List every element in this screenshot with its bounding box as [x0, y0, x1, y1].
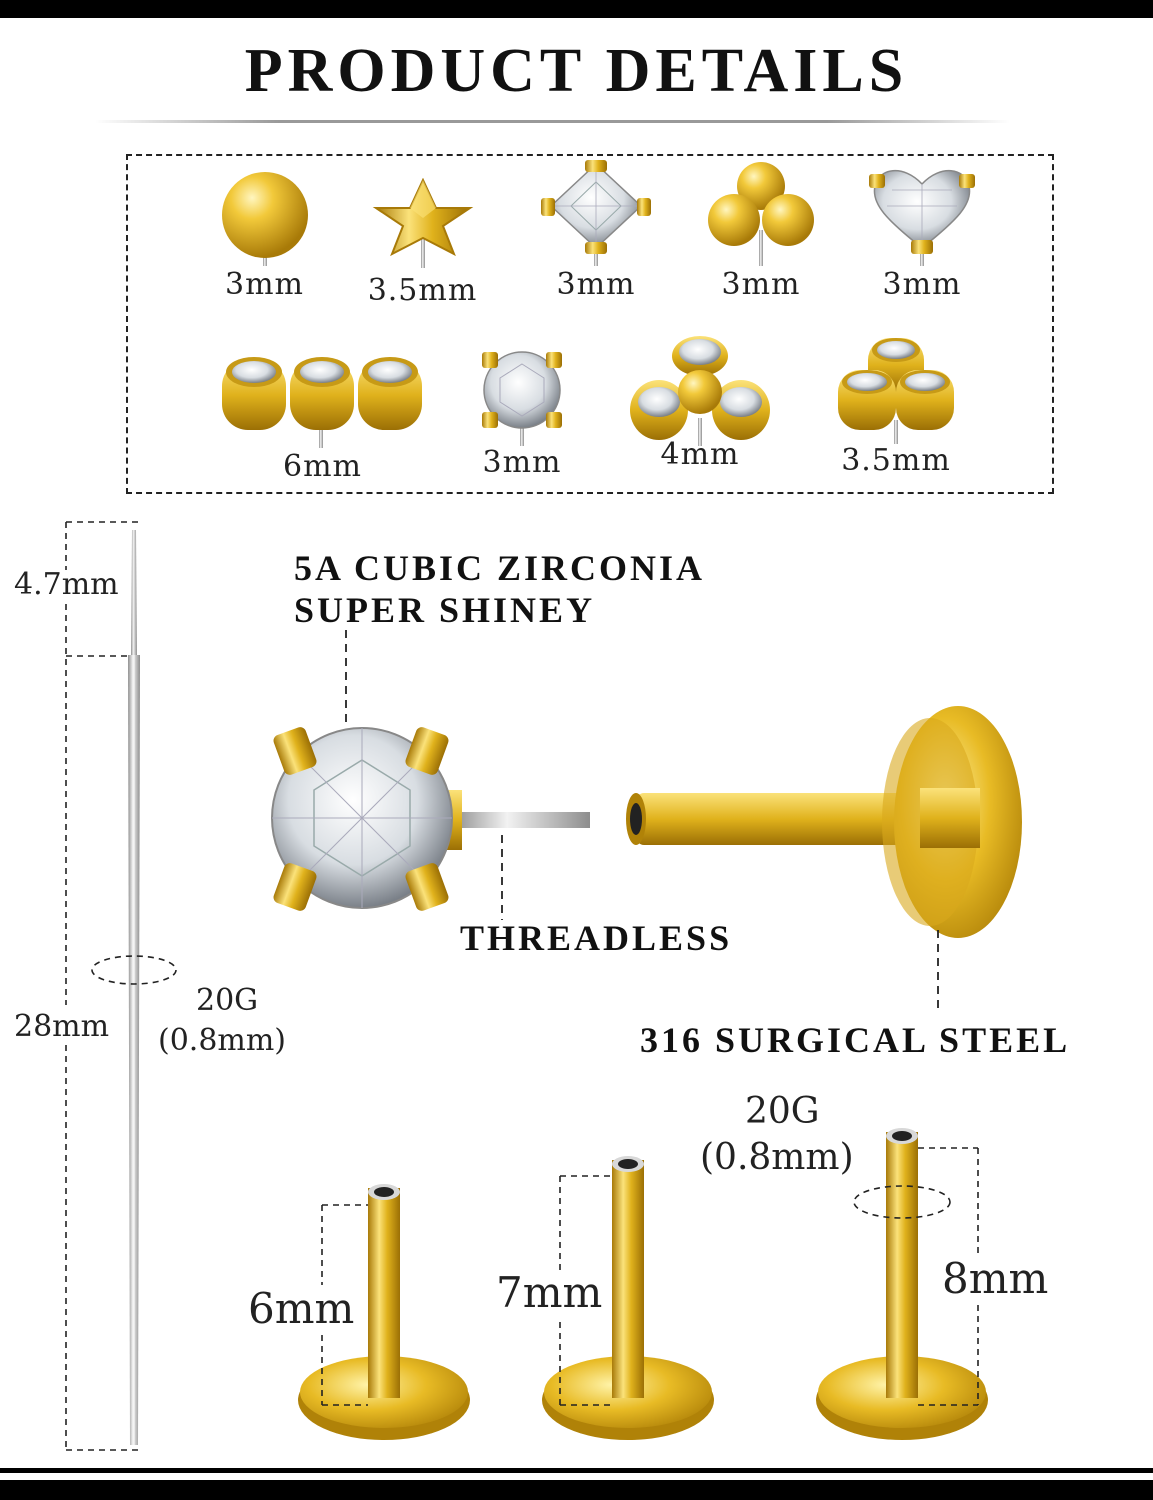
top-star: 3.5mm: [360, 178, 485, 306]
top-trinity-cz-ball: 4mm: [629, 334, 771, 470]
top-round-cz: 3mm: [468, 346, 576, 478]
three-bezel-row-top-icon: [222, 357, 422, 448]
top-trinity-bezel: 3.5mm: [832, 336, 960, 476]
insertion-pin: [128, 530, 140, 1445]
top-size-label: 3mm: [225, 267, 304, 302]
material-callout: 316 SURGICAL STEEL: [640, 1020, 1071, 1060]
threadless-callout: THREADLESS: [460, 918, 733, 958]
bottom-bar: [0, 1468, 1153, 1473]
top-bar: [0, 0, 1153, 18]
pin-dimension-lines: [65, 521, 177, 1451]
title-divider: [95, 120, 1010, 123]
top-size-label: 4mm: [660, 437, 740, 472]
post-gauge-label: 20G: [745, 1091, 820, 1132]
pin-gauge-mm-label: (0.8mm): [158, 1023, 287, 1058]
trinity-cz-ball-top-icon: [630, 336, 770, 446]
pin-length-label: 28mm: [14, 1009, 110, 1044]
post-6mm: [298, 1184, 470, 1440]
top-square-cz: 3mm: [537, 160, 655, 300]
top-size-label: 3mm: [882, 267, 962, 302]
post-gauge-mm-label: (0.8mm): [700, 1137, 854, 1178]
round-cz-top-icon: [482, 351, 562, 446]
top-three-bezel-row: 6mm: [220, 352, 425, 482]
top-size-label: 3.5mm: [367, 273, 478, 308]
cz-top-large: [271, 727, 590, 911]
page-title: PRODUCT DETAILS: [244, 37, 909, 105]
post-8mm: [816, 1128, 988, 1440]
ball-top-icon: [221, 172, 308, 266]
bottom-bar-thick: [0, 1480, 1153, 1500]
pin-tip-length-label: 4.7mm: [14, 567, 119, 602]
top-size-label: 3mm: [482, 445, 562, 480]
top-heart-cz: 3mm: [866, 160, 978, 300]
tops-panel: [126, 154, 1054, 494]
top-size-label: 3mm: [556, 267, 636, 302]
post-length-label-7mm: 7mm: [496, 1268, 603, 1317]
star-top-icon: [372, 178, 473, 268]
stone-callout-line1: 5A CUBIC ZIRCONIA: [294, 548, 706, 588]
top-ball: 3mm: [212, 172, 317, 300]
heart-cz-top-icon: [869, 169, 975, 266]
trinity-ball-top-icon: [708, 162, 814, 266]
square-cz-top-icon: [541, 160, 651, 266]
pin-gauge-label: 20G: [196, 983, 259, 1018]
labret-post-large: [626, 706, 1022, 938]
post-7mm: [542, 1156, 714, 1440]
post-dimension-lines: [321, 1147, 979, 1406]
top-size-label: 6mm: [283, 449, 362, 484]
post-length-label-8mm: 8mm: [942, 1254, 1049, 1303]
top-trinity-ball: 3mm: [705, 160, 817, 300]
trinity-bezel-top-icon: [838, 338, 954, 444]
post-length-label-6mm: 6mm: [248, 1284, 355, 1333]
stone-callout-line2: SUPER SHINEY: [294, 590, 596, 630]
top-size-label: 3.5mm: [841, 443, 951, 478]
callout-leaders: [345, 630, 939, 1008]
top-size-label: 3mm: [721, 267, 801, 302]
